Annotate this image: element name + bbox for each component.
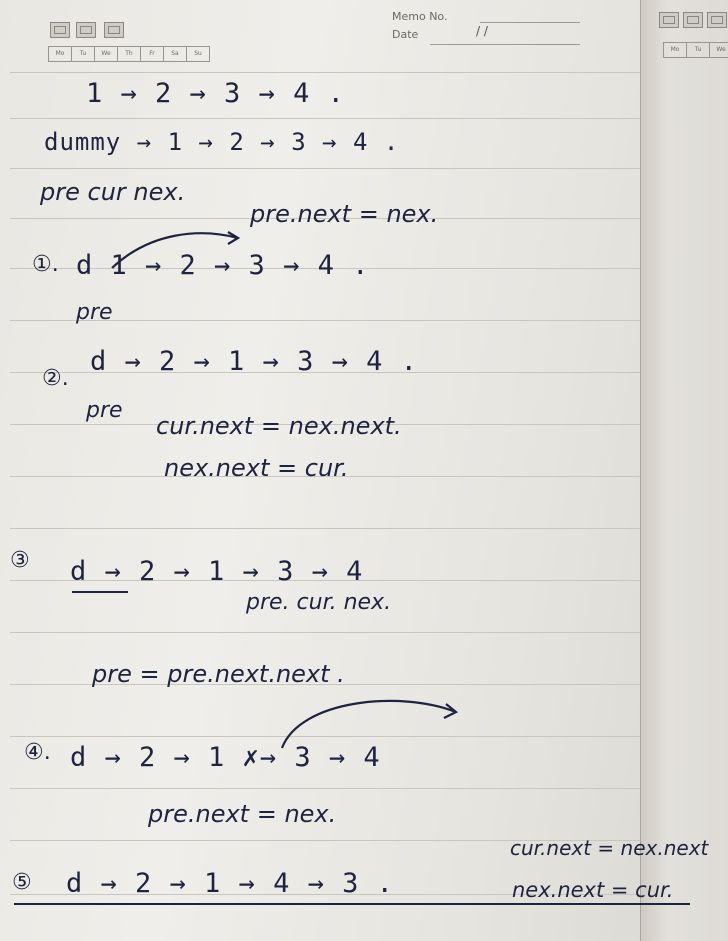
list-chain-original: 1 → 2 → 3 → 4 . [86, 78, 345, 109]
ruled-line [10, 476, 640, 477]
header-icon [76, 22, 96, 38]
weekday-cell: We [709, 42, 728, 58]
ruled-line [10, 320, 640, 321]
memo-number-line [480, 22, 580, 23]
step1-chain: d 1 → 2 → 3 → 4 . [76, 250, 370, 281]
header-icon [659, 12, 679, 28]
step2-chain: d → 2 → 1 → 3 → 4 . [90, 346, 418, 377]
step3-number: ③ [10, 548, 30, 573]
date-line [430, 44, 580, 45]
ruled-line [10, 632, 640, 633]
ruled-line [10, 684, 640, 685]
ruled-line [10, 268, 640, 269]
ruled-line [10, 840, 640, 841]
step1-number: ①. [32, 252, 59, 277]
step1-pre-label: pre [76, 300, 113, 325]
header-icon [707, 12, 727, 28]
header-icon [104, 22, 124, 38]
header-icon [50, 22, 70, 38]
ruled-line [10, 528, 640, 529]
ruled-line [10, 894, 640, 895]
step2-code-line1: cur.next = nex.next. [156, 412, 402, 440]
ruled-line [10, 372, 640, 373]
memo-number-label: Memo No. [392, 10, 448, 23]
date-slashes: / / [476, 24, 488, 38]
weekday-cell: Su [186, 46, 210, 62]
ruled-line [10, 736, 640, 737]
ruled-line [10, 788, 640, 789]
pointer-labels: pre cur nex. [40, 178, 186, 206]
facing-weekday-row: Mo Tu We [663, 42, 728, 58]
facing-page: Mo Tu We [640, 0, 728, 941]
step1-code: pre.next = nex. [250, 200, 439, 228]
step2-pre-label: pre [86, 398, 123, 423]
ruled-line [10, 118, 640, 119]
step4-code: pre.next = nex. [148, 800, 337, 828]
curved-arrow-step4 [280, 699, 457, 749]
step5-code-line2: nex.next = cur. [512, 878, 674, 902]
step2-code-line2: nex.next = cur. [164, 454, 349, 482]
curved-arrow-step1 [111, 232, 239, 269]
page-header: Mo Tu We Th Fr Sa Su Memo No. Date / / [40, 10, 600, 70]
ruled-line [10, 218, 640, 219]
step3-pointer-labels: pre. cur. nex. [246, 590, 392, 615]
arrowhead [227, 231, 241, 245]
step5-number: ⑤ [12, 870, 32, 895]
step4-chain: d → 2 → 1 ✗→ 3 → 4 [70, 742, 381, 773]
date-label: Date [392, 28, 419, 41]
step2-number: ②. [42, 366, 69, 391]
step4-number: ④. [24, 740, 51, 765]
step3-code: pre = pre.next.next . [92, 660, 345, 688]
step3-chain: d → 2 → 1 → 3 → 4 [70, 556, 364, 587]
list-chain-dummy: dummy → 1 → 2 → 3 → 4 . [44, 128, 400, 156]
arrowhead [443, 703, 459, 719]
step5-chain: d → 2 → 1 → 4 → 3 . [66, 868, 394, 899]
weekday-row: Mo Tu We Th Fr Sa Su [48, 46, 210, 62]
ruled-line [10, 424, 640, 425]
step5-code-line1: cur.next = nex.next [510, 836, 709, 860]
ruled-line [10, 72, 640, 73]
ruled-line [10, 168, 640, 169]
ruled-line [10, 580, 640, 581]
header-icon [683, 12, 703, 28]
